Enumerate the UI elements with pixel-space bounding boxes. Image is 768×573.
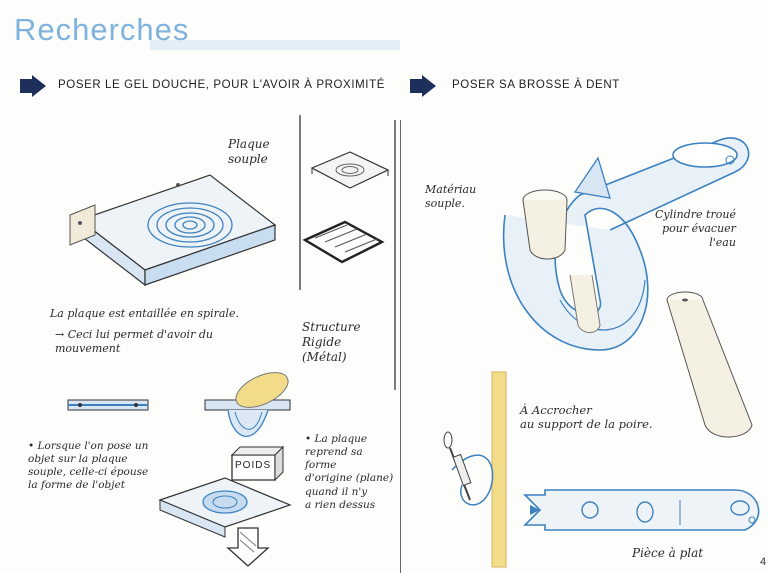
page-number: 4 xyxy=(760,556,766,568)
suction-bar-sketch xyxy=(492,372,506,567)
hook-sketch xyxy=(444,432,493,505)
label-hang-on-support: À Accrocher au support de la poire. xyxy=(520,403,653,432)
label-flat-piece: Pièce à plat xyxy=(632,546,703,561)
label-soft-material: Matériau souple. xyxy=(425,183,476,211)
drain-cylinder-sketch xyxy=(667,292,752,437)
flat-piece-sketch xyxy=(525,490,759,530)
label-drain-cylinder: Cylindre troué pour évacuer l'eau xyxy=(655,208,736,249)
